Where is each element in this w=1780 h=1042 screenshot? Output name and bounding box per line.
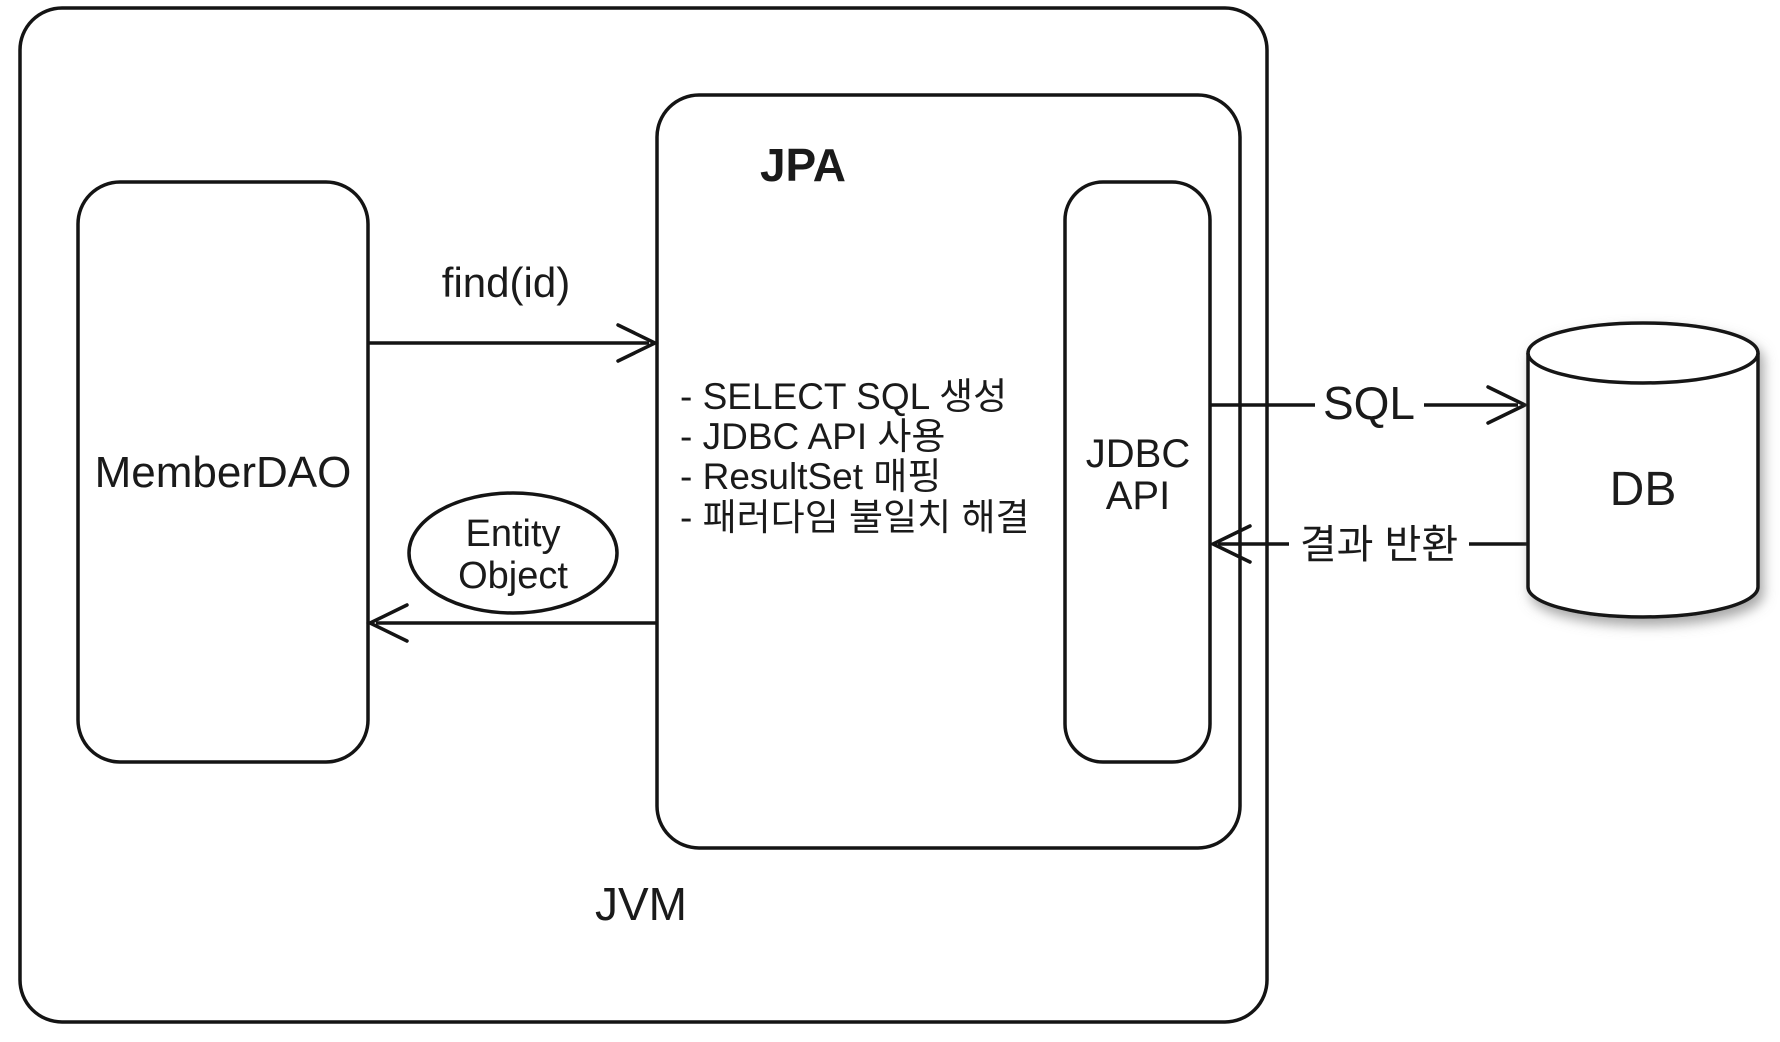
db-label: DB xyxy=(1610,463,1677,516)
find-call-label: find(id) xyxy=(442,259,570,306)
db-cylinder: DB xyxy=(1526,321,1760,619)
jpa-bullet-item: - 패러다임 불일치 해결 xyxy=(680,497,1030,538)
member-dao-label: MemberDAO xyxy=(95,448,352,497)
arrowhead-right-icon xyxy=(616,323,660,363)
jpa-title: JPA xyxy=(760,139,846,191)
jpa-bullet-item: - ResultSet 매핑 xyxy=(680,456,941,497)
jpa-bullet-item: - SELECT SQL 생성 xyxy=(680,376,1007,417)
result-return-arrow xyxy=(1208,524,1528,564)
arrowhead-right-icon xyxy=(1486,385,1530,425)
result-return-label: 결과 반환 xyxy=(1300,523,1458,567)
jpa-bullet-list: - SELECT SQL 생성 - JDBC API 사용 - ResultSe… xyxy=(680,376,1030,538)
db-cylinder-top xyxy=(1526,321,1760,385)
entity-return-arrow xyxy=(365,603,657,643)
jdbc-api-label-line2: API xyxy=(1106,474,1170,518)
jvm-label: JVM xyxy=(595,878,687,930)
sql-arrow xyxy=(1210,385,1530,425)
entity-object-ellipse: Entity Object xyxy=(407,491,619,615)
jpa-bullet-item: - JDBC API 사용 xyxy=(680,416,945,457)
member-dao-box xyxy=(76,180,370,764)
entity-object-label-line1: Entity xyxy=(465,513,560,555)
jdbc-api-box xyxy=(1063,180,1212,764)
find-call-arrow xyxy=(368,323,660,363)
arrowhead-left-icon xyxy=(365,603,409,643)
arrowhead-left-icon xyxy=(1208,524,1252,564)
entity-object-label-line2: Object xyxy=(458,555,568,597)
sql-label: SQL xyxy=(1323,377,1415,429)
jdbc-api-label-line1: JDBC xyxy=(1086,432,1190,476)
